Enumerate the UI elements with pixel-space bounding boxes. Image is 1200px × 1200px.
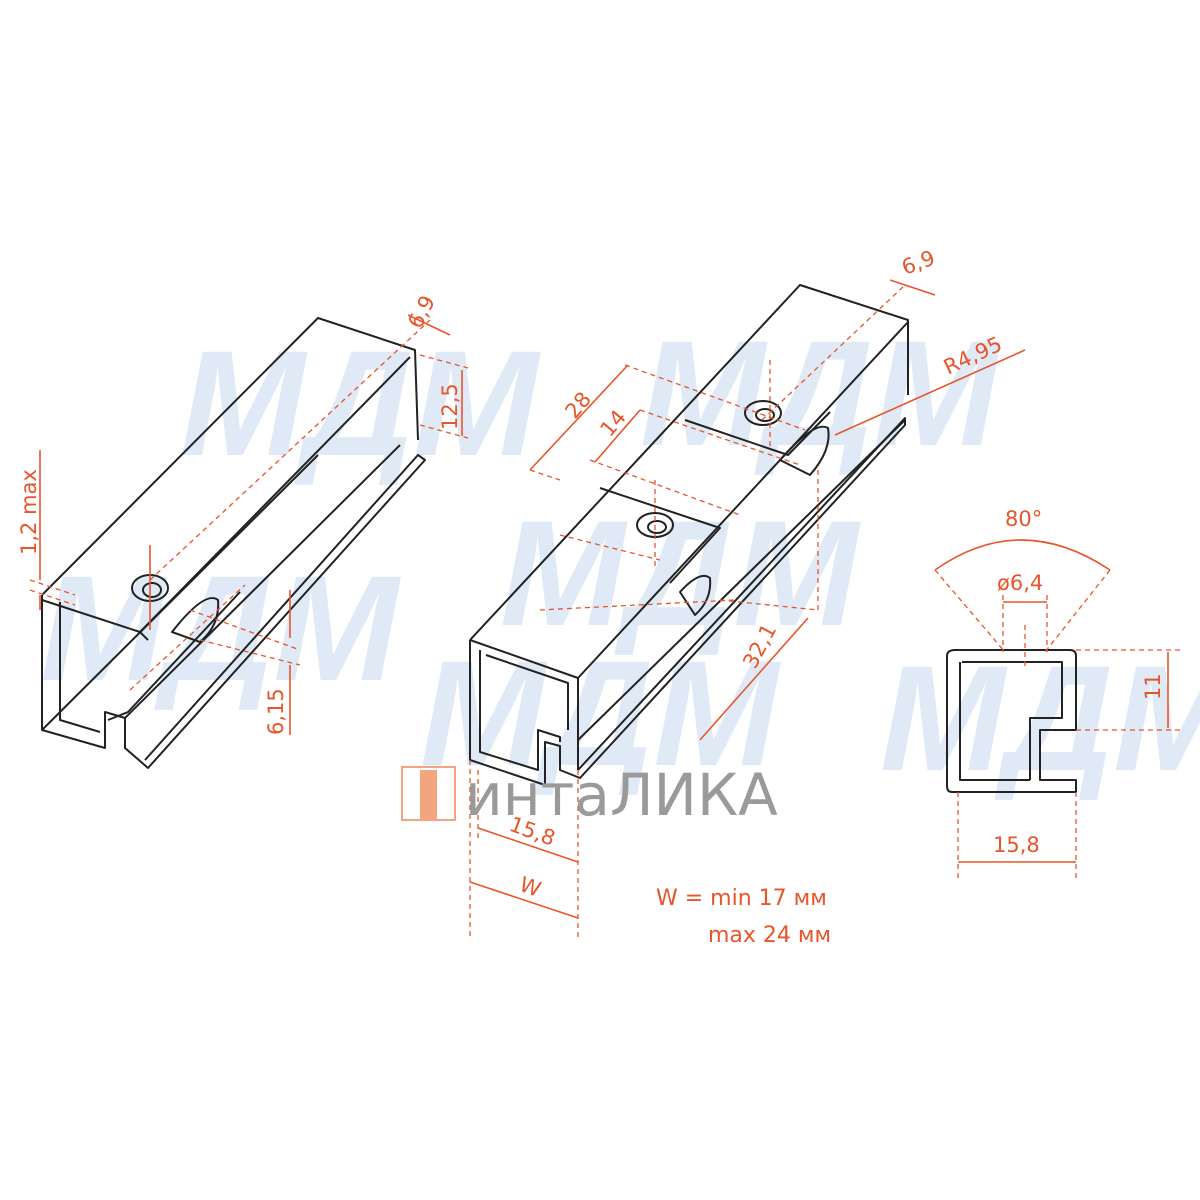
left-rail-dimensions: 6,9 12,5 1,2 max 6,15 — [17, 292, 469, 735]
width-note-min: W = min 17 мм — [656, 886, 827, 911]
svg-text:МДМ: МДМ — [180, 319, 541, 487]
svg-text:интаЛИКА: интаЛИКА — [465, 761, 778, 829]
left-rail-isometric — [41, 317, 426, 769]
svg-text:МДМ: МДМ — [640, 309, 1001, 477]
section-dimensions: 80° ø6,4 11 15,8 — [934, 507, 1180, 880]
svg-text:W: W — [516, 872, 544, 902]
svg-text:ø6,4: ø6,4 — [997, 571, 1043, 595]
company-logo: интаЛИКА — [401, 761, 778, 829]
width-note-max: max 24 мм — [708, 923, 831, 948]
svg-text:80°: 80° — [1005, 507, 1042, 531]
middle-rail-isometric — [469, 284, 909, 786]
cross-section — [946, 649, 1077, 793]
svg-text:6,9: 6,9 — [899, 246, 939, 280]
svg-text:28: 28 — [560, 387, 596, 423]
svg-text:МДМ: МДМ — [40, 544, 401, 712]
svg-text:12,5: 12,5 — [438, 383, 462, 430]
svg-text:14: 14 — [595, 405, 631, 441]
svg-text:15,8: 15,8 — [993, 833, 1040, 857]
svg-text:6,15: 6,15 — [264, 688, 288, 735]
svg-text:МДМ: МДМ — [500, 489, 861, 657]
svg-text:1,2 max: 1,2 max — [17, 469, 41, 555]
svg-text:11: 11 — [1141, 673, 1165, 700]
